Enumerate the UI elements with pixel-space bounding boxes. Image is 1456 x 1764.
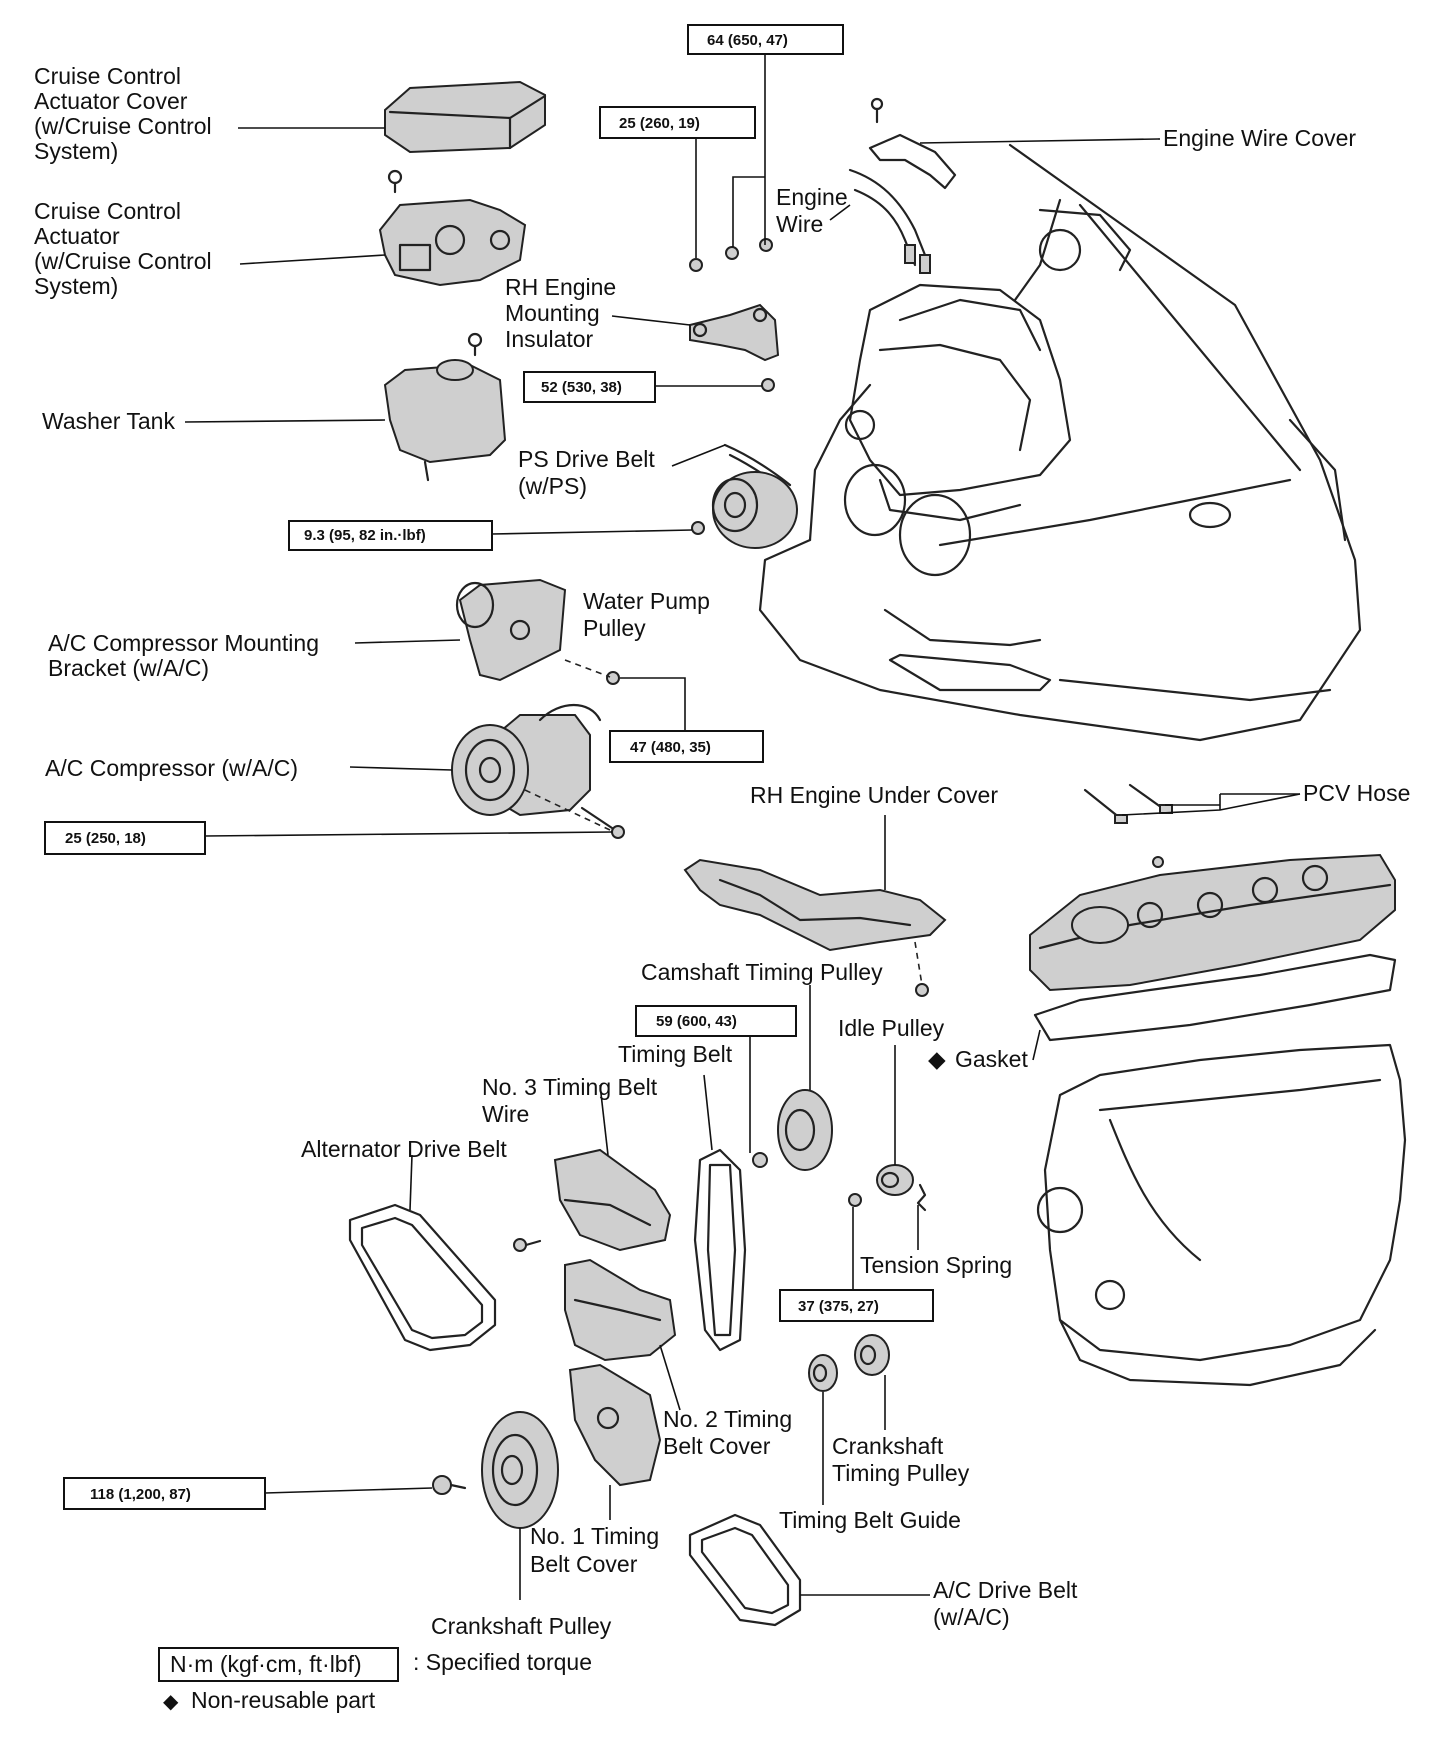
label-cruise-control-actuator-cover-2: Actuator Cover	[34, 88, 188, 114]
timing-belt-guide-drawing	[808, 1354, 838, 1392]
label-timing-belt: Timing Belt	[618, 1041, 733, 1067]
label-engine-wire-1: Engine	[776, 184, 848, 210]
label-ac-drive-belt-1: A/C Drive Belt	[933, 1577, 1078, 1603]
label-cruise-control-actuator-cover-3: (w/Cruise Control	[34, 113, 212, 139]
legend-nonreusable-symbol: ◆	[163, 1691, 179, 1713]
label-gasket-symbol: ◆	[928, 1046, 946, 1072]
label-tension-spring: Tension Spring	[860, 1252, 1012, 1278]
part-labels: Cruise Control Actuator Cover (w/Cruise …	[34, 63, 1410, 1639]
label-no2-cover-1: No. 2 Timing	[663, 1406, 792, 1432]
engine-wire-drawing	[848, 168, 931, 274]
cruise-control-actuator-cover-drawing	[384, 80, 547, 154]
ac-compressor-drawing	[451, 704, 625, 839]
label-pcv-hose: PCV Hose	[1303, 780, 1410, 806]
bolts-top	[689, 238, 775, 392]
rh-engine-under-cover-drawing	[683, 858, 947, 997]
label-rh-engine-under-cover: RH Engine Under Cover	[750, 782, 998, 808]
label-gasket: Gasket	[955, 1046, 1028, 1072]
no1-timing-belt-cover-drawing	[568, 1363, 662, 1487]
label-rh-mount-1: RH Engine	[505, 274, 616, 300]
label-cruise-control-actuator-3: (w/Cruise Control	[34, 248, 212, 274]
torque-box-59: 59 (600, 43)	[635, 1005, 797, 1037]
leader-lines	[184, 54, 1301, 1600]
svg-text:37 (375, 27): 37 (375, 27)	[798, 1298, 879, 1315]
label-crankshaft-pulley: Crankshaft Pulley	[431, 1613, 612, 1639]
svg-text:47 (480, 35): 47 (480, 35)	[630, 739, 711, 756]
label-ac-bracket-2: Bracket (w/A/C)	[48, 655, 209, 681]
torque-box-25-top: 25 (260, 19)	[599, 106, 756, 139]
label-ac-drive-belt-2: (w/A/C)	[933, 1604, 1010, 1630]
svg-text:52 (530, 38): 52 (530, 38)	[541, 379, 622, 396]
label-rh-mount-3: Insulator	[505, 326, 594, 352]
torque-box-37: 37 (375, 27)	[779, 1289, 934, 1322]
label-water-pump-pulley-2: Pulley	[583, 615, 646, 641]
label-ps-belt-1: PS Drive Belt	[518, 446, 655, 472]
label-ac-bracket-1: A/C Compressor Mounting	[48, 630, 319, 656]
vehicle-body-drawing	[758, 143, 1362, 742]
label-no1-cover-2: Belt Cover	[530, 1551, 638, 1577]
svg-text:118 (1,200, 87): 118 (1,200, 87)	[90, 1486, 191, 1503]
label-timing-belt-guide: Timing Belt Guide	[779, 1507, 961, 1533]
label-no1-cover-1: No. 1 Timing	[530, 1523, 659, 1549]
no3-timing-belt-cover-drawing	[513, 1148, 672, 1252]
installed-engine-drawing	[843, 208, 1132, 577]
engine-block-drawing	[1036, 1043, 1407, 1387]
gasket-drawing	[1033, 953, 1397, 1042]
label-ps-belt-2: (w/PS)	[518, 473, 587, 499]
torque-box-52: 52 (530, 38)	[523, 371, 656, 403]
washer-tank-drawing	[383, 332, 507, 482]
label-no2-cover-2: Belt Cover	[663, 1433, 771, 1459]
engine-wire-cover-drawing	[868, 97, 957, 190]
label-cruise-control-actuator-2: Actuator	[34, 223, 120, 249]
label-alternator-drive-belt: Alternator Drive Belt	[301, 1136, 507, 1162]
timing-belt-drawing	[693, 1148, 747, 1352]
label-camshaft-timing-pulley: Camshaft Timing Pulley	[641, 959, 883, 985]
alternator-drive-belt-drawing	[348, 1203, 497, 1352]
cruise-control-actuator-drawing	[378, 169, 527, 287]
label-rh-mount-2: Mounting	[505, 300, 600, 326]
label-washer-tank: Washer Tank	[42, 408, 175, 434]
no2-timing-belt-cover-drawing	[564, 1258, 677, 1362]
crankshaft-pulley-drawing	[432, 1411, 559, 1529]
idle-pulley-drawing	[848, 1164, 927, 1212]
label-water-pump-pulley-1: Water Pump	[583, 588, 710, 614]
label-idle-pulley: Idle Pulley	[838, 1015, 945, 1041]
label-no3-cover-1: No. 3 Timing Belt	[482, 1074, 658, 1100]
label-cruise-control-actuator-cover-4: System)	[34, 138, 118, 164]
svg-text:9.3 (95, 82 in.·lbf): 9.3 (95, 82 in.·lbf)	[304, 527, 426, 544]
torque-box-25-bottom: 25 (250, 18)	[44, 821, 206, 855]
svg-text:59 (600, 43): 59 (600, 43)	[656, 1013, 737, 1030]
label-no3-cover-2: Wire	[482, 1101, 529, 1127]
ac-compressor-bracket-drawing	[455, 578, 620, 685]
pcv-hose-drawing	[1083, 783, 1173, 824]
legend-nonreusable-text: Non-reusable part	[191, 1687, 376, 1713]
svg-text:25 (250, 18): 25 (250, 18)	[65, 830, 146, 847]
svg-text:25 (260, 19): 25 (260, 19)	[619, 115, 700, 132]
torque-specs: 64 (650, 47) 25 (260, 19) 52 (530, 38) 9…	[44, 24, 934, 1510]
camshaft-timing-pulley-drawing	[752, 1089, 833, 1171]
water-pump-pulley-drawing	[691, 471, 798, 549]
label-ac-compressor: A/C Compressor (w/A/C)	[45, 755, 298, 781]
svg-text:64 (650, 47): 64 (650, 47)	[707, 32, 788, 49]
torque-box-9-3: 9.3 (95, 82 in.·lbf)	[288, 520, 493, 551]
legend: N·m (kgf·cm, ft·lbf) : Specified torque …	[158, 1647, 592, 1713]
legend-unit: N·m (kgf·cm, ft·lbf)	[170, 1651, 362, 1677]
label-crankshaft-timing-pulley-1: Crankshaft	[832, 1433, 944, 1459]
rh-engine-mounting-insulator-drawing	[689, 303, 780, 362]
torque-box-47: 47 (480, 35)	[609, 730, 764, 763]
label-cruise-control-actuator-1: Cruise Control	[34, 198, 181, 224]
legend-unit-description: : Specified torque	[413, 1649, 592, 1675]
label-cruise-control-actuator-cover-1: Cruise Control	[34, 63, 181, 89]
cylinder-head-cover-drawing	[1029, 853, 1396, 992]
label-engine-wire-cover: Engine Wire Cover	[1163, 125, 1356, 151]
label-crankshaft-timing-pulley-2: Timing Pulley	[832, 1460, 970, 1486]
legend-unit-box	[158, 1647, 399, 1682]
crankshaft-timing-pulley-drawing	[854, 1334, 890, 1376]
torque-box-64: 64 (650, 47)	[687, 24, 844, 55]
label-cruise-control-actuator-4: System)	[34, 273, 118, 299]
ac-drive-belt-drawing	[688, 1513, 802, 1627]
label-engine-wire-2: Wire	[776, 211, 823, 237]
torque-box-118: 118 (1,200, 87)	[63, 1477, 266, 1510]
